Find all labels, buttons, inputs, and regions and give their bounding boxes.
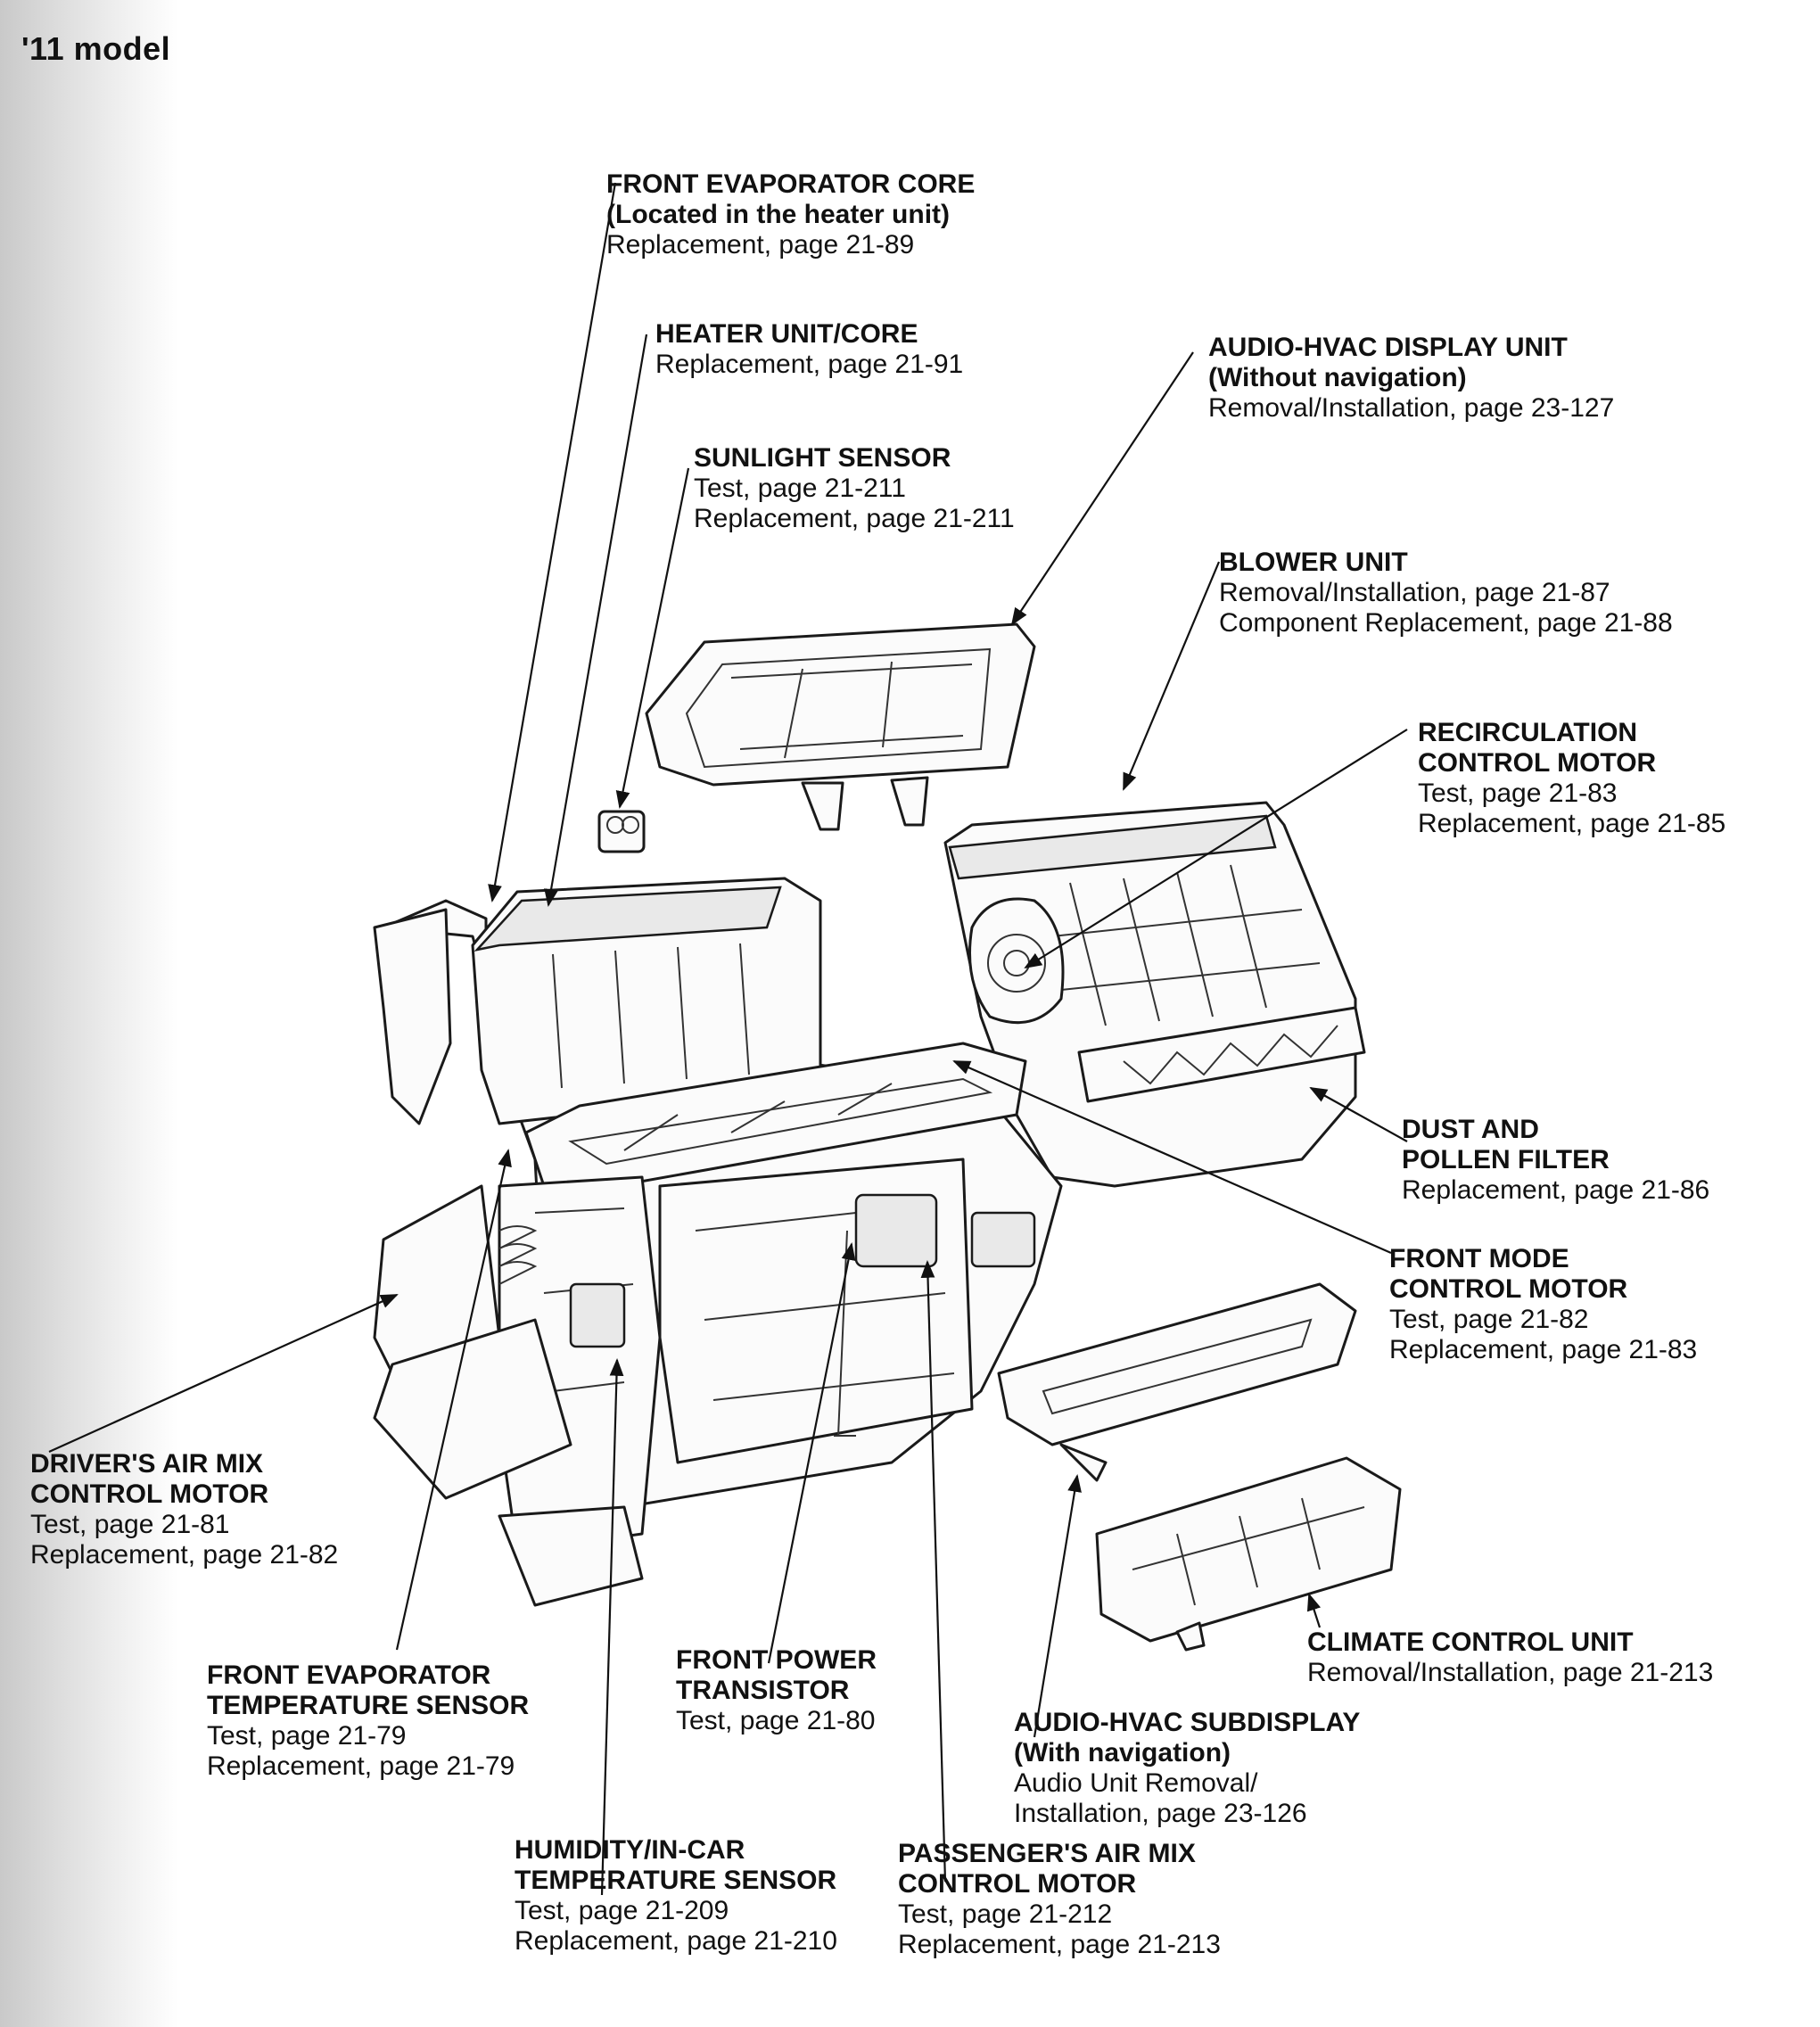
sunlight-sensor-part [597, 810, 646, 853]
callout-drivers-air-mix: DRIVER'S AIR MIX CONTROL MOTOR Test, pag… [30, 1449, 338, 1570]
callout-ref: Replacement, page 21-211 [694, 504, 1015, 533]
callout-front-mode-motor: FRONT MODE CONTROL MOTOR Test, page 21-8… [1389, 1244, 1697, 1365]
callout-ref: Replacement, page 21-89 [606, 230, 915, 260]
callout-humidity-sensor: HUMIDITY/IN-CAR TEMPERATURE SENSOR Test,… [515, 1835, 837, 1957]
callout-ref: Replacement, page 21-79 [207, 1751, 515, 1781]
callout-note: (With navigation) [1014, 1738, 1231, 1767]
callout-title: POLLEN FILTER [1402, 1145, 1610, 1174]
callout-title: RECIRCULATION [1418, 718, 1638, 747]
callout-front-evaporator-core: FRONT EVAPORATOR CORE (Located in the he… [606, 169, 975, 260]
callout-front-power-transistor: FRONT POWER TRANSISTOR Test, page 21-80 [676, 1645, 877, 1736]
callout-title: TRANSISTOR [676, 1676, 850, 1705]
callout-ref: Test, page 21-209 [515, 1896, 729, 1925]
leader-lines [48, 182, 1408, 1896]
callout-title: DRIVER'S AIR MIX [30, 1449, 264, 1479]
callout-climate-control-unit: CLIMATE CONTROL UNIT Removal/Installatio… [1307, 1627, 1713, 1688]
callout-title: AUDIO-HVAC SUBDISPLAY [1014, 1708, 1361, 1737]
callout-ref: Removal/Installation, page 21-213 [1307, 1658, 1714, 1687]
callout-ref: Replacement, page 21-86 [1402, 1175, 1710, 1205]
callout-ref: Replacement, page 21-85 [1418, 809, 1726, 838]
heater-unit-part [373, 877, 1063, 1607]
callout-ref: Test, page 21-81 [30, 1510, 230, 1539]
callout-recirculation-motor: RECIRCULATION CONTROL MOTOR Test, page 2… [1418, 718, 1725, 839]
callout-title: PASSENGER'S AIR MIX [898, 1839, 1196, 1868]
callout-title: CONTROL MOTOR [30, 1479, 269, 1509]
callout-ref: Replacement, page 21-213 [898, 1930, 1221, 1959]
callout-note: (Located in the heater unit) [606, 200, 951, 229]
callout-audio-hvac-display: AUDIO-HVAC DISPLAY UNIT (Without navigat… [1208, 333, 1614, 424]
callout-title: DUST AND [1402, 1115, 1539, 1144]
callout-ref: Replacement, page 21-210 [515, 1926, 837, 1956]
audio-hvac-display-part [645, 622, 1036, 831]
callout-title: CONTROL MOTOR [898, 1869, 1137, 1899]
callout-title: TEMPERATURE SENSOR [207, 1691, 530, 1720]
callout-title: SUNLIGHT SENSOR [694, 443, 951, 473]
callout-ref: Replacement, page 21-83 [1389, 1335, 1698, 1364]
callout-title: FRONT POWER [676, 1645, 877, 1675]
callout-title: TEMPERATURE SENSOR [515, 1866, 837, 1895]
callout-blower-unit: BLOWER UNIT Removal/Installation, page 2… [1219, 548, 1673, 639]
callout-title: FRONT EVAPORATOR CORE [606, 169, 976, 199]
callout-ref: Test, page 21-211 [694, 474, 906, 503]
callout-heater-unit: HEATER UNIT/CORE Replacement, page 21-91 [655, 319, 963, 380]
callout-front-evap-temp-sensor: FRONT EVAPORATOR TEMPERATURE SENSOR Test… [207, 1660, 529, 1782]
callout-title: FRONT MODE [1389, 1244, 1569, 1273]
callout-ref: Replacement, page 21-91 [655, 350, 964, 379]
callout-passengers-air-mix: PASSENGER'S AIR MIX CONTROL MOTOR Test, … [898, 1839, 1221, 1960]
callout-title: FRONT EVAPORATOR [207, 1660, 491, 1690]
callout-title: AUDIO-HVAC DISPLAY UNIT [1208, 333, 1568, 362]
callout-ref: Removal/Installation, page 21-87 [1219, 578, 1610, 607]
callout-note: (Without navigation) [1208, 363, 1467, 392]
callout-ref: Test, page 21-82 [1389, 1305, 1589, 1334]
callout-dust-pollen-filter: DUST AND POLLEN FILTER Replacement, page… [1402, 1115, 1709, 1206]
callout-sunlight-sensor: SUNLIGHT SENSOR Test, page 21-211 Replac… [694, 443, 1015, 534]
callout-title: CLIMATE CONTROL UNIT [1307, 1627, 1634, 1657]
callout-title: HEATER UNIT/CORE [655, 319, 918, 349]
audio-hvac-subdisplay-part [997, 1282, 1357, 1482]
callout-title: CONTROL MOTOR [1389, 1274, 1628, 1304]
callout-audio-hvac-subdisplay: AUDIO-HVAC SUBDISPLAY (With navigation) … [1014, 1708, 1360, 1829]
blower-unit-part [943, 801, 1357, 1188]
callout-ref: Replacement, page 21-82 [30, 1540, 339, 1570]
page-title: '11 model [21, 30, 171, 67]
callout-ref: Audio Unit Removal/ [1014, 1768, 1258, 1798]
callout-ref: Test, page 21-212 [898, 1899, 1113, 1929]
callout-ref: Component Replacement, page 21-88 [1219, 608, 1673, 638]
callout-ref: Removal/Installation, page 23-127 [1208, 393, 1615, 423]
callout-ref: Test, page 21-80 [676, 1706, 876, 1735]
callout-title: BLOWER UNIT [1219, 548, 1408, 577]
callout-ref: Test, page 21-79 [207, 1721, 407, 1751]
scanned-page-edge [0, 0, 178, 2027]
dust-pollen-filter-part [1077, 1006, 1366, 1103]
callout-title: HUMIDITY/IN-CAR [515, 1835, 745, 1865]
callout-ref: Test, page 21-83 [1418, 779, 1618, 808]
climate-control-part [1095, 1456, 1402, 1652]
callout-ref: Installation, page 23-126 [1014, 1799, 1307, 1828]
callout-title: CONTROL MOTOR [1418, 748, 1657, 778]
